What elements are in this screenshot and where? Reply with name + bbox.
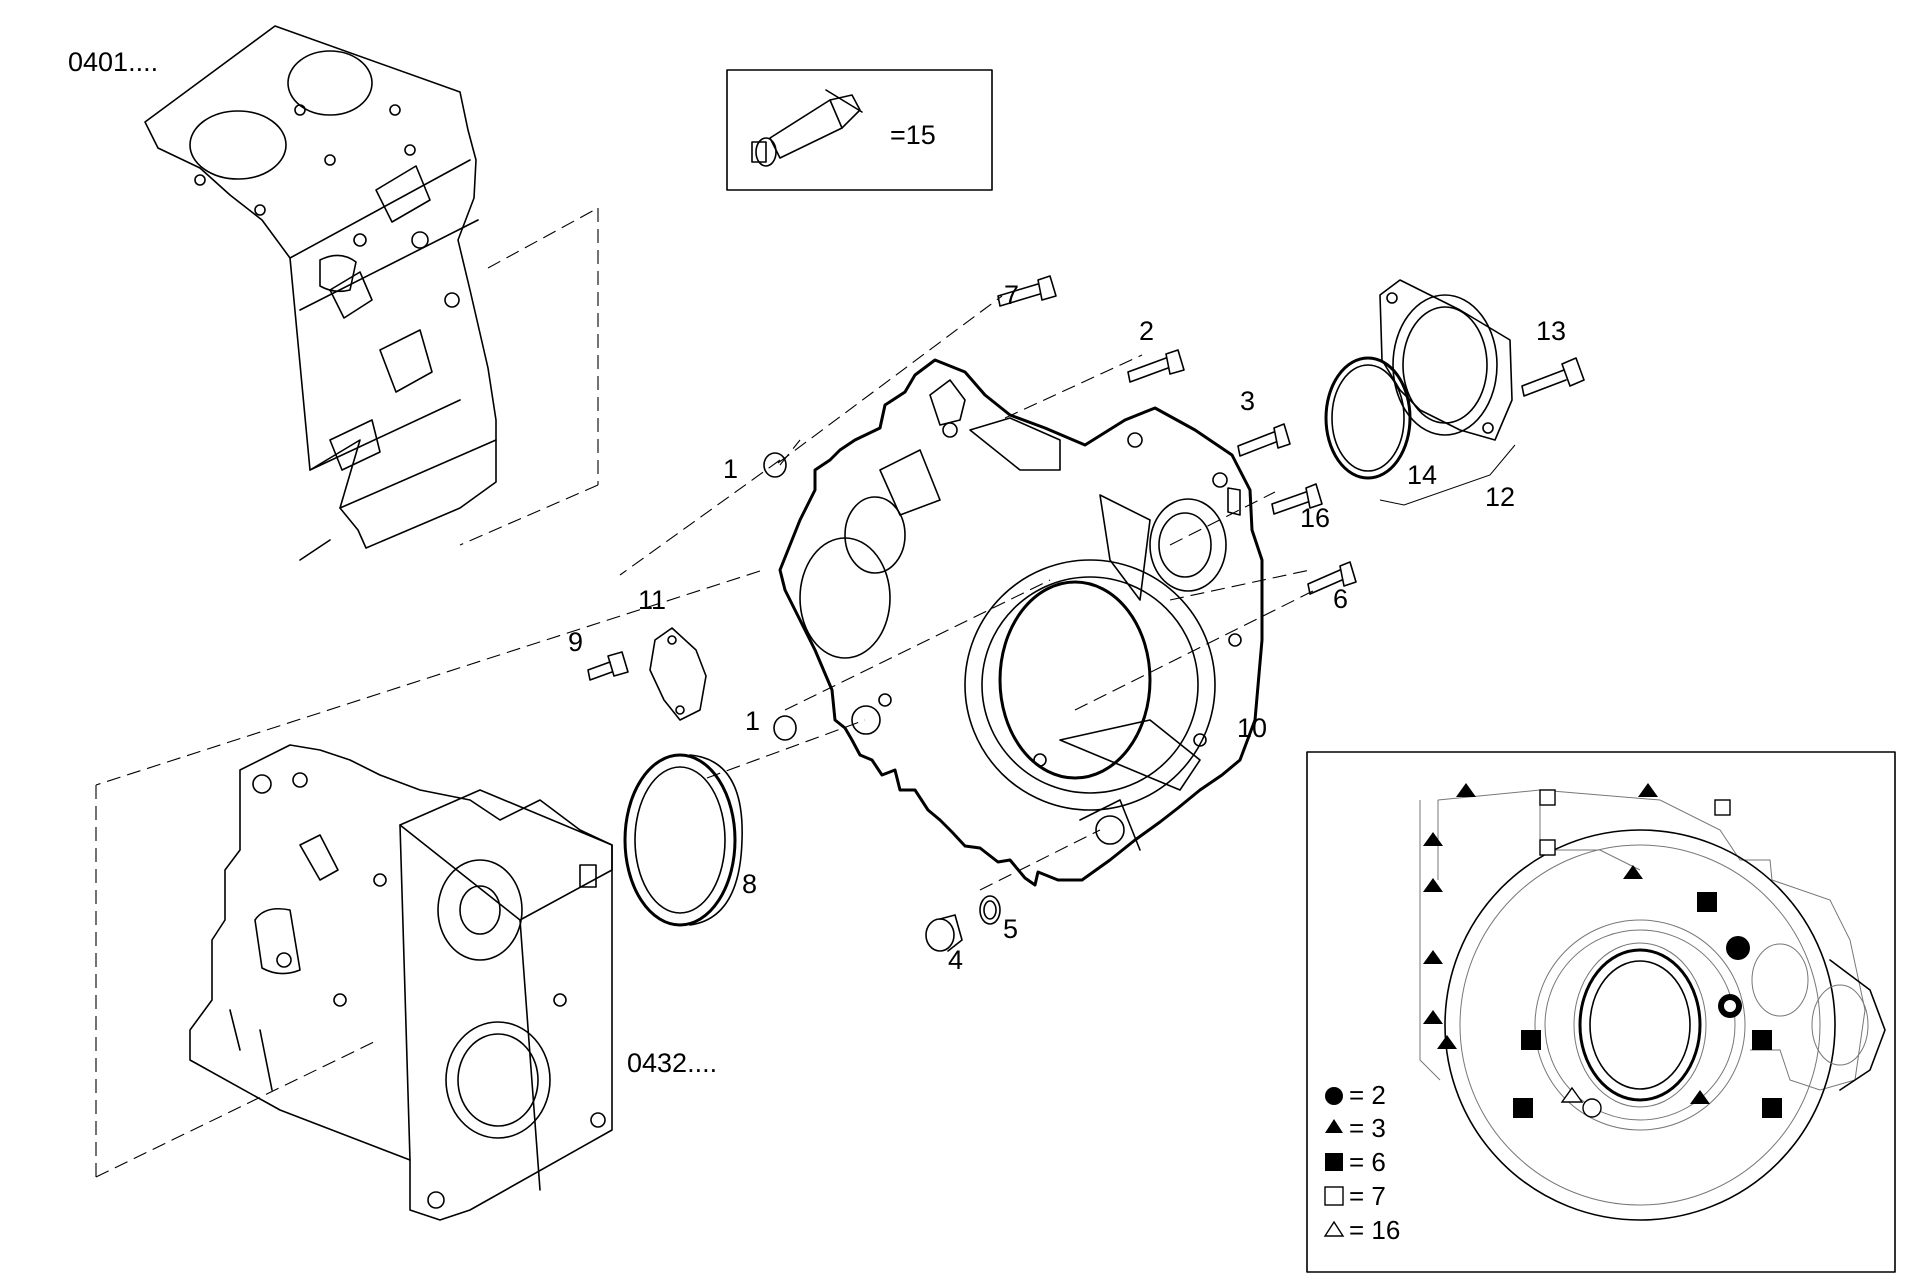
sealant-callout-box: =15 — [726, 69, 993, 191]
bolt-6 — [1307, 561, 1357, 595]
legend-hollow-square-icon — [1324, 1186, 1344, 1206]
reference-timing-cover: 0432.... — [627, 1048, 717, 1078]
callout-9: 9 — [568, 627, 583, 657]
inset-bolt-markers — [1423, 783, 1782, 1118]
housing-bore-inner — [998, 580, 1152, 780]
legend-label-7: = 7 — [1349, 1181, 1386, 1211]
legend-label-2: = 2 — [1349, 1080, 1386, 1110]
bolt-13 — [1521, 357, 1585, 397]
callout-13: 13 — [1536, 316, 1566, 346]
timing-cover-drawing — [189, 744, 613, 1221]
o-ring-14 — [1324, 356, 1412, 480]
legend-label-16: = 16 — [1349, 1215, 1400, 1245]
sealant-box-frame — [726, 69, 993, 191]
callout-14: 14 — [1407, 460, 1437, 490]
callout-8: 8 — [742, 869, 757, 899]
dashed-connection-lines — [95, 207, 1316, 1178]
legend-label-6: = 6 — [1349, 1147, 1386, 1177]
bracket-12-14 — [1379, 444, 1516, 506]
seal-cover-12 — [1379, 279, 1513, 441]
bolt-2 — [1127, 349, 1185, 383]
callout-6: 6 — [1333, 584, 1348, 614]
inset-housing-flange — [1444, 829, 1836, 1221]
callout-12: 12 — [1485, 482, 1515, 512]
callout-5: 5 — [1003, 914, 1018, 944]
callout-1-upper: 1 — [723, 454, 738, 484]
sealant-label: =15 — [890, 120, 936, 150]
bolt-7 — [997, 275, 1057, 307]
inset-legend: = 2 = 3 = 6 = 7 = 16 — [1323, 1080, 1400, 1245]
plug-1-lower — [773, 715, 797, 741]
callout-4: 4 — [948, 945, 963, 975]
callout-labels: 1 1 2 3 4 5 6 7 8 9 10 11 12 13 14 16 — [568, 280, 1566, 975]
engine-block-drawing — [144, 25, 497, 561]
washer-5 — [979, 895, 1001, 925]
callout-16: 16 — [1300, 503, 1330, 533]
seal-ring-8 — [623, 753, 743, 927]
legend-label-3: = 3 — [1349, 1113, 1386, 1143]
cover-plate-11 — [649, 627, 707, 721]
flywheel-housing-drawing — [778, 358, 1264, 887]
legend-filled-circle-icon — [1325, 1087, 1343, 1105]
reference-engine-block: 0401.... — [68, 47, 158, 77]
callout-7: 7 — [1004, 280, 1019, 310]
bolt-9 — [587, 651, 629, 681]
bolt-location-inset: = 2 = 3 = 6 = 7 = 16 — [1306, 751, 1896, 1273]
callout-3: 3 — [1240, 386, 1255, 416]
plug-1-upper — [763, 452, 787, 478]
callout-2: 2 — [1139, 316, 1154, 346]
plug-4 — [925, 914, 963, 952]
bolt-3 — [1237, 423, 1291, 457]
callout-1-lower: 1 — [745, 706, 760, 736]
inset-housing-view — [1419, 789, 1886, 1221]
legend-filled-square-icon — [1325, 1153, 1343, 1171]
sealant-tube-icon — [751, 89, 863, 167]
housing-bore-outer — [964, 559, 1216, 811]
callout-11: 11 — [638, 585, 666, 615]
callout-10: 10 — [1237, 713, 1267, 743]
legend-hollow-triangle-icon — [1323, 1220, 1345, 1237]
inset-frame — [1306, 751, 1896, 1273]
legend-filled-triangle-icon — [1325, 1119, 1343, 1133]
bolt-16 — [1271, 483, 1323, 515]
